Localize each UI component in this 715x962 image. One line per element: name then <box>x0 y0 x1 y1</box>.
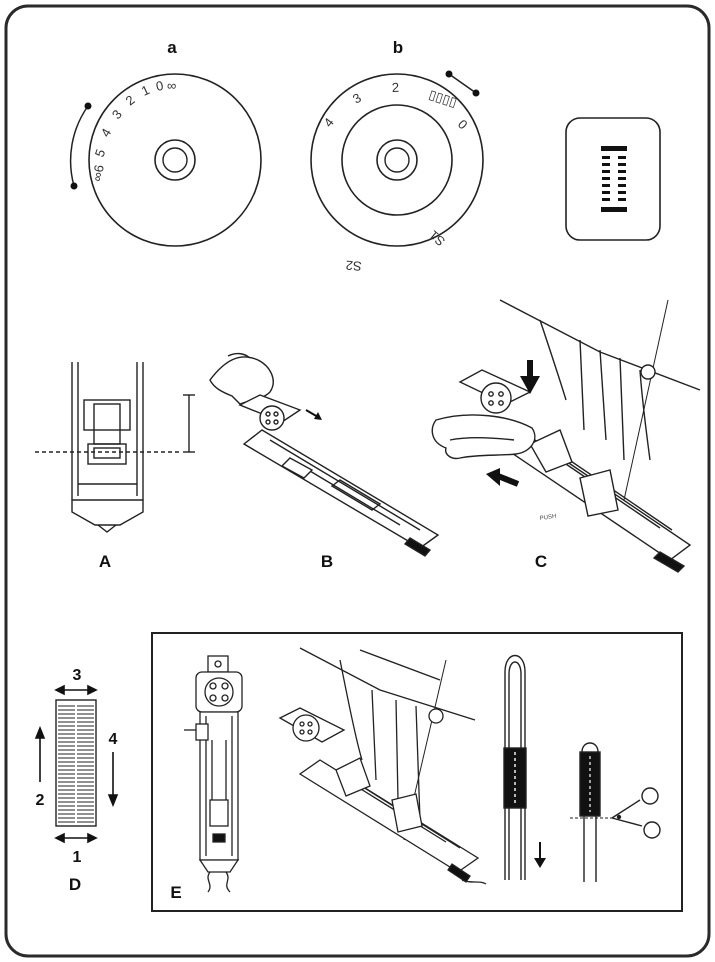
figure-d-arrowhead-icon <box>87 832 98 844</box>
figure-d-arrowhead-icon <box>54 832 65 844</box>
buttonhole-icon-box <box>565 117 661 241</box>
dial-a-hub-hole <box>162 147 188 173</box>
buttonhole-stitch-icon <box>565 117 661 241</box>
figure-c-push-arrowhead-icon <box>486 468 500 486</box>
figure-c-push-text: PUSH <box>539 514 556 522</box>
dial-a-num: 5 <box>92 147 109 159</box>
figure-d-arrowhead-down-icon <box>107 794 119 808</box>
dial-a-num: ∞6 <box>89 164 107 183</box>
figure-d-step-3: 3 <box>73 667 82 684</box>
figure-e-sewing-view <box>278 647 487 885</box>
figure-b-label: B <box>321 552 333 571</box>
dial-b-indicator-dot-a <box>445 70 453 78</box>
figure-c-label: C <box>535 552 547 571</box>
dial-b-hub-hole <box>384 147 410 173</box>
dial-a-num: 0 <box>155 78 165 94</box>
figure-d-arrowhead-icon <box>87 684 98 696</box>
dial-b-label: b <box>393 38 403 57</box>
figure-d-arrowhead-up-icon <box>34 725 46 739</box>
figure-d-arrowhead-icon <box>54 684 65 696</box>
dial-b-outer-ring <box>310 73 484 247</box>
figure-e-down-arrowhead-icon <box>534 858 546 868</box>
figure-d-stitch-sequence: 3 4 2 1 D <box>34 667 119 894</box>
figure-e-trim-thread <box>570 742 612 882</box>
figure-e-thread-loop <box>503 654 527 880</box>
dial-b-num: 2 <box>392 80 400 95</box>
dial-a-arc-dot-bottom <box>70 182 78 190</box>
dial-b-inner-ring <box>341 104 453 216</box>
figure-c-snap-on-foot <box>431 299 701 573</box>
figure-e-label: E <box>170 883 181 902</box>
dial-a-num: ∞ <box>167 78 176 93</box>
buttonhole-icon-sides <box>602 156 626 201</box>
figure-c-push-arrow <box>496 473 520 487</box>
dial-a-label: a <box>167 38 177 57</box>
figure-d-step-1: 1 <box>73 849 82 866</box>
figure-e-foot-top-view <box>184 655 243 893</box>
dial-a-hub <box>154 139 196 181</box>
dial-b-indicator-line <box>448 73 477 94</box>
dial-a-indicator-arc <box>69 105 89 187</box>
scissors-icon <box>611 787 661 839</box>
dial-b-hub <box>376 139 418 181</box>
figure-b-attaching-foot <box>209 352 440 557</box>
figure-b-arrowhead-icon <box>314 412 322 420</box>
figure-c-down-arrowhead-icon <box>520 376 540 394</box>
figure-a-foot-diagram <box>35 362 195 533</box>
figure-d-label: D <box>69 875 81 894</box>
figure-a-label: A <box>99 552 111 571</box>
dial-a-outer-ring <box>88 73 262 247</box>
buttonhole-icon-bartack-top <box>601 146 627 151</box>
dial-b-indicator-dot-b <box>472 89 480 97</box>
figure-d-step-2: 2 <box>36 792 45 809</box>
dial-a-arc-dot-top <box>84 102 92 110</box>
dial-a: a ∞6 5 4 3 2 1 0 ∞ <box>69 38 262 247</box>
figure-d-step-4: 4 <box>109 731 118 748</box>
dial-b-num: S2 <box>345 258 362 274</box>
buttonhole-icon-bartack-bottom <box>601 207 627 212</box>
